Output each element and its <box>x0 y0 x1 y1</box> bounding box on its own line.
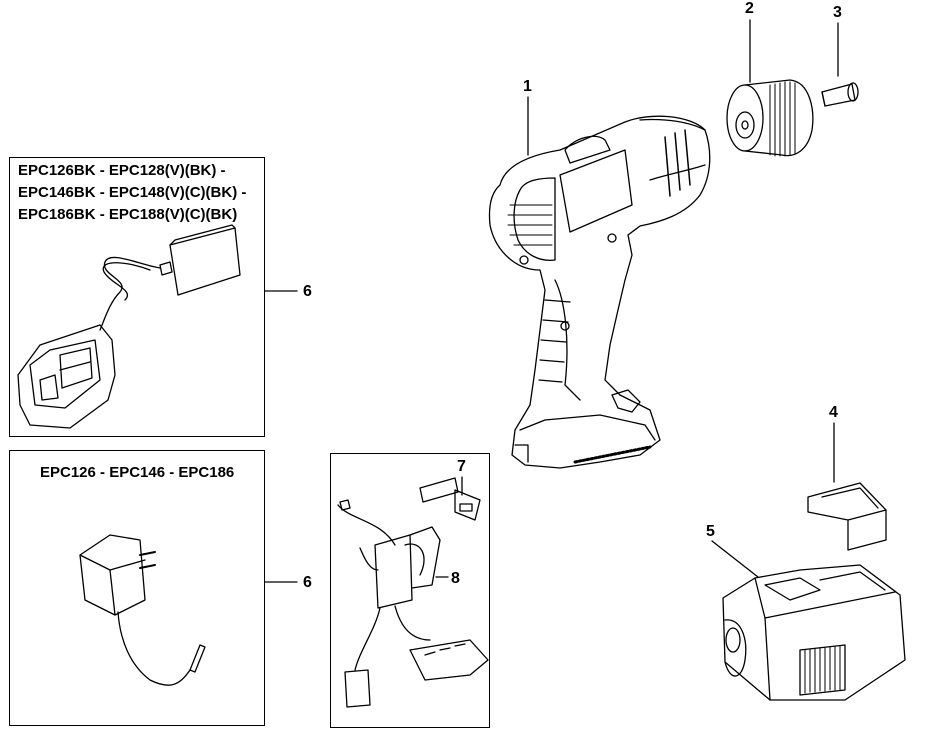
leader-lines <box>264 19 839 583</box>
callout-7: 7 <box>457 458 466 475</box>
battery <box>722 564 906 701</box>
adapter-box <box>9 450 265 726</box>
adapter-title: EPC126 - EPC146 - EPC186 <box>40 464 235 481</box>
switch-box <box>330 453 490 728</box>
callout-4: 4 <box>829 404 838 421</box>
drill-body <box>488 115 711 469</box>
wall-adapter <box>79 534 206 686</box>
callout-5: 5 <box>706 523 715 540</box>
charger-title-line-2: EPC146BK - EPC148(V)(C)(BK) - <box>18 184 247 201</box>
callout-3: 3 <box>833 4 842 21</box>
chuck <box>726 79 814 157</box>
callout-2: 2 <box>745 0 754 17</box>
callout-6-adapter: 6 <box>303 574 312 591</box>
charger-box <box>9 157 265 437</box>
callout-8: 8 <box>451 570 460 587</box>
callout-6-charger: 6 <box>303 283 312 300</box>
switch-assembly <box>337 477 489 708</box>
clip <box>807 482 887 551</box>
charger-title-line-1: EPC126BK - EPC128(V)(BK) - <box>18 162 226 179</box>
screw <box>821 82 859 107</box>
charger-cradle <box>17 224 241 429</box>
callout-1: 1 <box>523 78 532 95</box>
charger-title-line-3: EPC186BK - EPC188(V)(C)(BK) <box>18 206 238 223</box>
